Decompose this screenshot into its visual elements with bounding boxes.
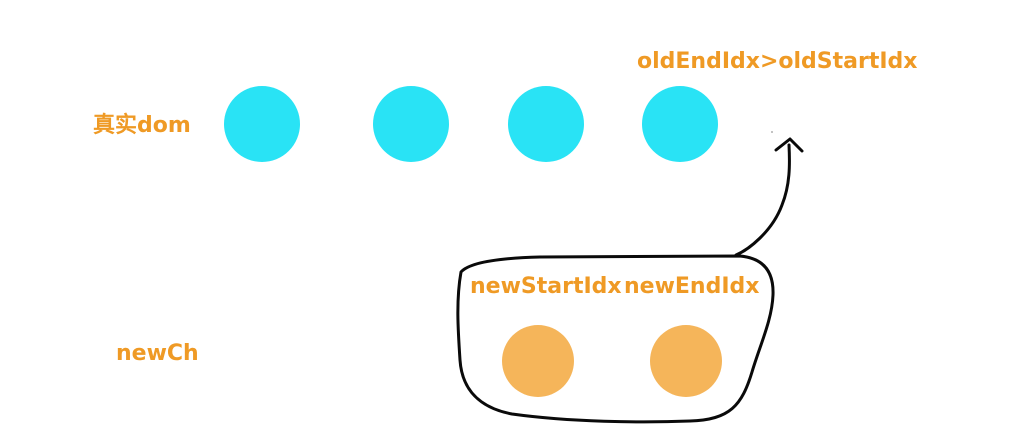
real-dom-node-1 (224, 86, 300, 162)
new-end-idx-label: newEndIdx (624, 274, 760, 299)
arrow-line (734, 143, 791, 257)
new-ch-nodes (502, 325, 722, 397)
real-dom-nodes (224, 86, 718, 162)
real-dom-node-4 (642, 86, 718, 162)
condition-label: oldEndIdx>oldStartIdx (637, 49, 918, 74)
selection-outline (456, 254, 775, 424)
new-ch-node-1 (502, 325, 574, 397)
new-ch-label: newCh (116, 341, 199, 366)
real-dom-label: 真实dom (93, 113, 191, 138)
arrow-head-icon (774, 137, 804, 153)
pen-dot (771, 131, 773, 133)
real-dom-node-3 (508, 86, 584, 162)
real-dom-node-2 (373, 86, 449, 162)
new-start-idx-label: newStartIdx (470, 274, 622, 299)
new-ch-node-2 (650, 325, 722, 397)
